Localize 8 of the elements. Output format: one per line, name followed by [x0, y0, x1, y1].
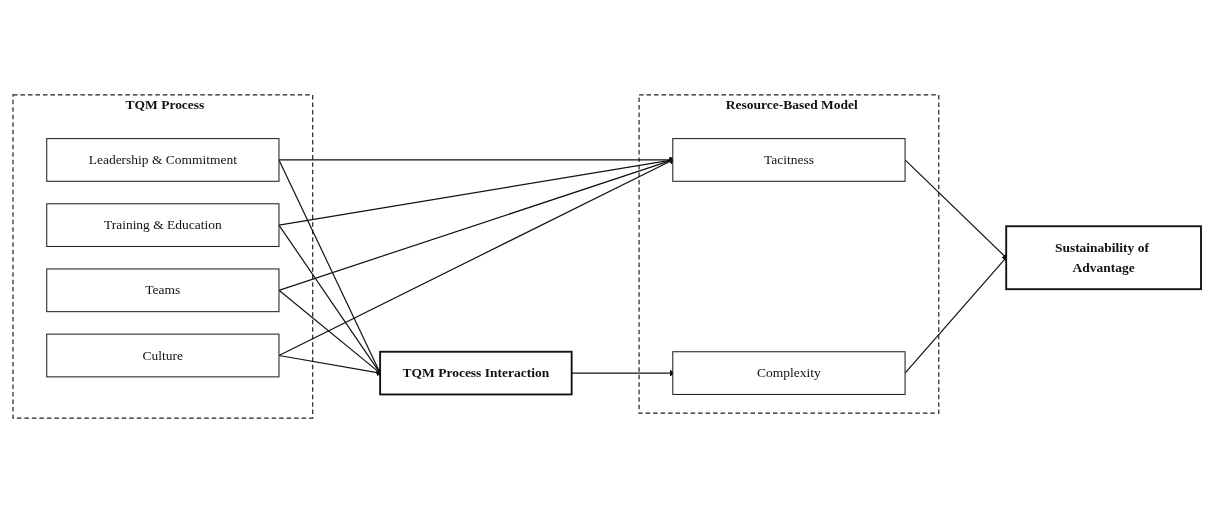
node-box: Sustainability of Advantage	[1004, 225, 1202, 291]
node-box: Tacitness	[671, 138, 906, 182]
node-box: Teams	[45, 268, 279, 313]
node-box: Complexity	[671, 351, 906, 395]
node-box: Training & Education	[45, 203, 279, 247]
node-box: Leadership & Commitment	[45, 138, 279, 182]
node-box: TQM Process Interaction	[378, 350, 573, 396]
node-box: Culture	[45, 333, 279, 378]
